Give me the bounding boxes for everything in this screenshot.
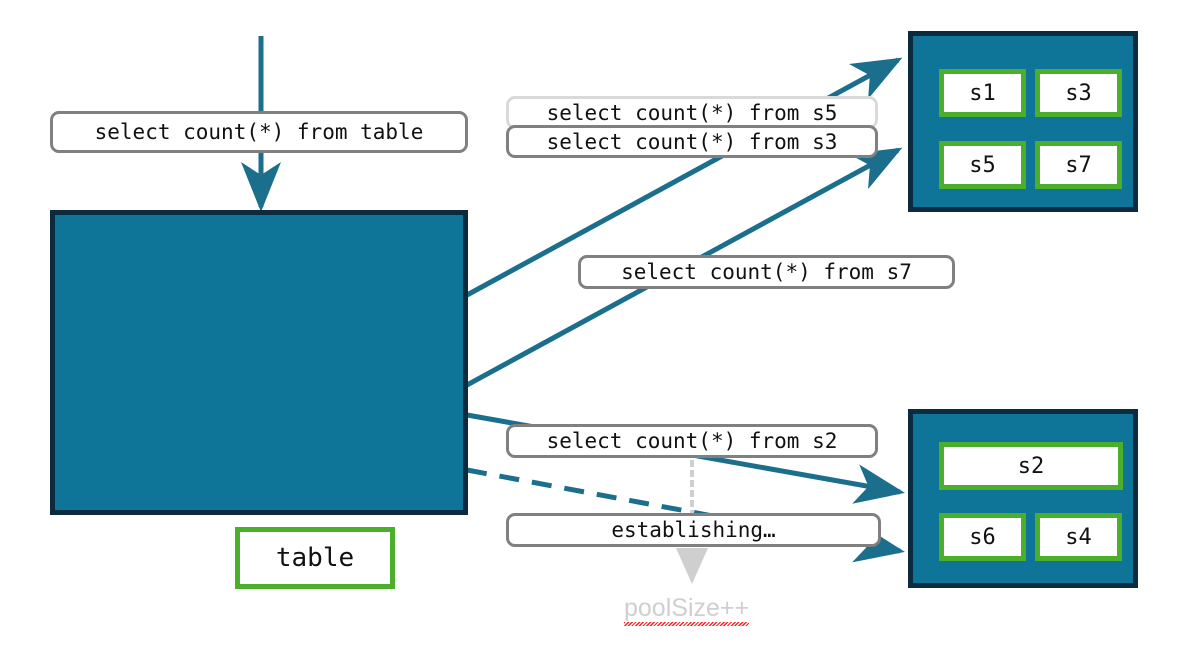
pool-node-s3[interactable]: s3	[1035, 69, 1122, 117]
pool-node-s5-label: s5	[969, 152, 996, 178]
query-label-s7-text: select count(*) from s7	[621, 260, 912, 284]
pool-node-s2-label: s2	[1017, 453, 1045, 479]
pool-node-s5[interactable]: s5	[939, 141, 1026, 189]
table-node[interactable]: table	[235, 527, 395, 589]
status-label-establishing-text: establishing…	[611, 518, 776, 542]
pool-node-s7-label: s7	[1065, 152, 1092, 178]
pool-node-s3-label: s3	[1065, 80, 1092, 106]
pool-node-s6-label: s6	[969, 524, 996, 550]
query-label-s7[interactable]: select count(*) from s7	[578, 255, 955, 289]
query-label-s3[interactable]: select count(*) from s3	[506, 125, 878, 158]
query-label-s3-text: select count(*) from s3	[546, 129, 838, 154]
table-container[interactable]: table	[50, 210, 468, 589]
query-label-table[interactable]: select count(*) from table	[50, 111, 468, 153]
query-label-s5-text: select count(*) from s5	[546, 100, 838, 125]
pool-node-s1-label: s1	[969, 80, 996, 106]
pool-node-s7[interactable]: s7	[1035, 141, 1122, 189]
server-pool-top[interactable]: s1 s3 s5 s7	[908, 31, 1138, 212]
pool-node-s4-label: s4	[1065, 524, 1092, 550]
query-label-s2-text: select count(*) from s2	[546, 429, 838, 453]
server-pool-bottom[interactable]: s2 s6 s4	[908, 409, 1138, 588]
pool-node-s4[interactable]: s4	[1035, 513, 1122, 561]
poolsize-annotation: poolSize++	[624, 594, 750, 626]
pool-node-s1[interactable]: s1	[939, 69, 1026, 117]
pool-node-s2[interactable]: s2	[939, 442, 1123, 490]
status-label-establishing[interactable]: establishing…	[506, 513, 881, 547]
query-label-s2[interactable]: select count(*) from s2	[506, 424, 878, 458]
table-node-label: table	[275, 543, 355, 573]
pool-node-s6[interactable]: s6	[939, 513, 1026, 561]
poolsize-annotation-text: poolSize++	[624, 594, 750, 626]
query-label-table-text: select count(*) from table	[94, 120, 424, 144]
